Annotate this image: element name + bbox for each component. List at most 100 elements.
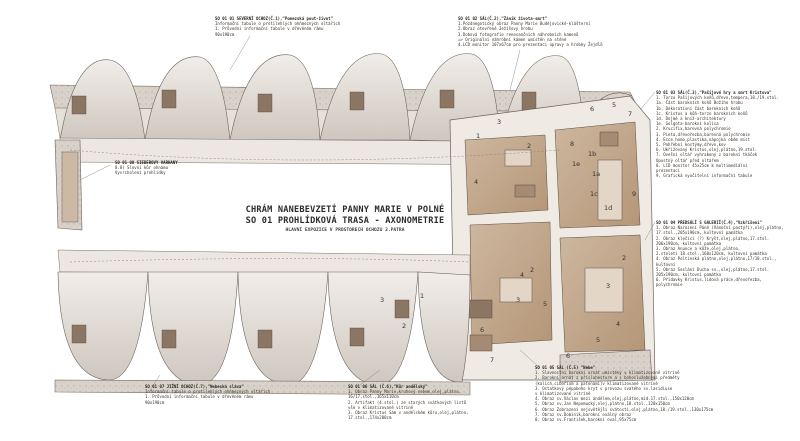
drawing-title: CHRÁM NANEBEVZETÍ PANNY MARIE V POLNÉ SO… [215,205,475,234]
room-item: 3. Obraz Kristus Sám v andělském kůru,ol… [348,410,469,416]
room-item: 3. Obraz Anunce a kůže,olej,plátno, [656,246,741,252]
room-item: v klimatizované vitríně [535,391,591,397]
room-title: SO 01 03 SÁL(Č.3),"Pašijové hry a smrt K… [656,90,772,95]
num: 6 [590,105,595,113]
room-item: 1a. Část barokních koňů Božího hrobu [656,100,743,106]
title-line-3: HLAVNÍ EXPOZICE V PROSTORECH OCHOZU 2.PA… [285,228,405,233]
room-item: 1. Obraz Panny Marie,kruhový nebem,olej,… [348,389,462,395]
room-item: Informační tabule o protilehlých ohňmezn… [145,389,271,395]
room-title: SO 01 02 SÁL(Č.2),"Zánik života-smrt" [458,16,548,21]
south-vaults [57,271,471,386]
room-title: SO 01 04 PŘEDSÁLÍ S GALERIÍ(Č.4),"Vzkříš… [656,220,762,225]
room-title: SO 01 06 SÁL (Č.6),"Kůr andělský" [348,384,428,389]
num: 2 [402,322,407,330]
room-item: 6. Ukřižovaný Kristus,olej,plátno,19.sto… [656,147,758,153]
num: 2 [530,266,535,274]
room-item: 1d. Dojmě a kníž-architektury [656,116,726,122]
room-item: 4. Obraz sv.Václav mezi andělem,olej,plá… [535,396,694,402]
room-item: 4.LCD monitor 107x67cm pro prezentaci úp… [458,42,603,48]
room-item: 1b. Dekorativní část barokních koňů [656,105,741,111]
room-item: 1. Obraz Narození Páně (Vánoční pastýři)… [656,225,784,231]
room-item: 6. Obraz Zobrazení nejsvětější svátosti,… [535,406,714,412]
num: 1d [604,204,613,212]
room-item: 9. Grafická vyučitelní informační tabule [656,173,753,179]
room-item: 1.Pozdnegotický obraz Panny Marie Budějo… [458,21,591,27]
south-slabs [71,299,410,349]
south-floor [57,249,471,276]
num: 3 [497,118,502,126]
room-title: SO 01 08 SIEBEROVY VARHANY [115,160,178,165]
west-organ-loft [54,139,83,231]
leader-lines [79,35,656,391]
num: 1b [588,150,597,158]
room-item: 7. Obraz sv.Dominik,barokní oválný obraz [535,411,632,417]
room-item: vše v klimatizované vitríně [348,404,414,410]
room-item: 2.století 18.stol.,160x120cm, kultovní p… [656,251,767,257]
room-item: 1. Torzo Pašijových koňů,dřevo,tempera,1… [656,95,779,101]
title-line-2: SO 01 PROHLÍDKOVÁ TRASA - AXONOMETRIE [245,216,445,226]
room-item: 3. Pieta,dřevořezba,barevná polychromie [656,131,750,137]
room-item: 1. Průvodní informační tabule v dřevěném… [215,26,324,32]
num: 3 [606,282,611,290]
title-line-1: CHRÁM NANEBEVZETÍ PANNY MARIE V POLNÉ [245,205,445,215]
room-item: 7. Ovešní oltář vyhrabený z barokní tkáč… [656,152,758,158]
num: 3 [380,296,385,304]
room-item: 90x190cm [145,399,165,405]
room-label-s05: SO 01 05 SÁL (Č.5) "Nebe" 1. Slavnostní … [535,365,713,422]
room-label-s07: SO 01 07 JIŽNÍ OCHOZ(Č.7),"Nebeská sláva… [145,384,270,405]
num: 4 [616,320,621,328]
num: 2 [622,254,627,262]
num: 1c [590,190,598,198]
num: 5 [543,300,548,308]
room-item: 4. Ecce homo,plastika,nápojka oběm míst [656,136,750,142]
room-item: 90x190cm [215,31,235,37]
room-item: 2.Obraz otevřené Ježíšovy hrobu [458,26,533,32]
room-item: 2. Barokní ornát z přísluhesture a s boh… [535,375,680,381]
num: 1a [592,170,601,178]
room-item: 3.Dobová fotografie renesančních náhrobn… [458,31,579,37]
num: 7 [490,356,495,364]
room-item: 205x190cm, kultovní památka [656,272,722,278]
room-label-s03: SO 01 03 SÁL(Č.3),"Pašijové hry a smrt K… [656,90,779,178]
room-item: 1e. Golgota-barokní kolisa [656,121,719,127]
room-item: Vyvrcholení prohlídky [115,170,166,176]
room-title: SO 01 01 SEVERNÍ OCHOZ(Č.1),"Pomezská po… [215,16,334,21]
room-item: 1. Průvodní informační tabule v dřevěném… [145,394,254,400]
room-item: kultovní [656,261,676,267]
num: 1e [572,160,581,168]
room-label-s08: SO 01 08 SIEBEROVY VARHANY 8.8) Slovní k… [115,160,178,176]
num: 5 [596,336,601,344]
room-item: Opustný oltář před oltářem [656,157,719,163]
room-item: 17.stol.,205x190cm, kultovní památka [656,230,743,236]
room-item: 2. Krucifix,barevná polychromie [656,126,731,132]
room-item: 206x190cm, kultovní památka [656,240,722,246]
room-item: prezentaci [656,168,681,174]
num: 3 [516,296,521,304]
room-item: 8. LCD monitor 45x25cm k multimediální [656,162,748,168]
num: 4 [520,271,525,279]
east-rooms [449,92,656,383]
room-item: polychromie [656,282,683,288]
num: 1 [476,132,481,140]
room-item: (kalich,cibořium a patenami)v klimatizov… [535,380,658,386]
num: 9 [632,190,637,198]
room-item: 5. Obraz sv.Jan Nepomucký,olej,plátno,18… [535,401,670,407]
room-item: 16/17.stol.,165x110cm [348,394,399,400]
north-vaults [59,53,586,143]
room-item: => Originální náhrobní kámen umístěn na … [458,36,567,42]
south-wall [54,379,471,396]
room-label-s01: SO 01 01 SEVERNÍ OCHOZ(Č.1),"Pomezská po… [215,16,340,37]
num: 4 [474,178,479,186]
room-label-s04: SO 01 04 PŘEDSÁLÍ S GALERIÍ(Č.4),"Vzkříš… [656,220,784,288]
num: 7 [628,110,633,118]
num: 2 [527,142,532,150]
route-lines [69,149,561,263]
room-label-s02: SO 01 02 SÁL(Č.2),"Zánik života-smrt" 1.… [458,16,603,47]
num: 1 [420,292,425,300]
num: 6 [480,326,485,334]
room-title: SO 01 05 SÁL (Č.5) "Nebe" [535,365,596,370]
num: 6 [566,352,571,360]
room-item: 5. Obraz Seslání Ducha sv.,olej,plátno,1… [656,266,770,272]
room-item: 2. Obraz klečící (?) Kryšt,olej,plátno,1… [656,235,770,241]
